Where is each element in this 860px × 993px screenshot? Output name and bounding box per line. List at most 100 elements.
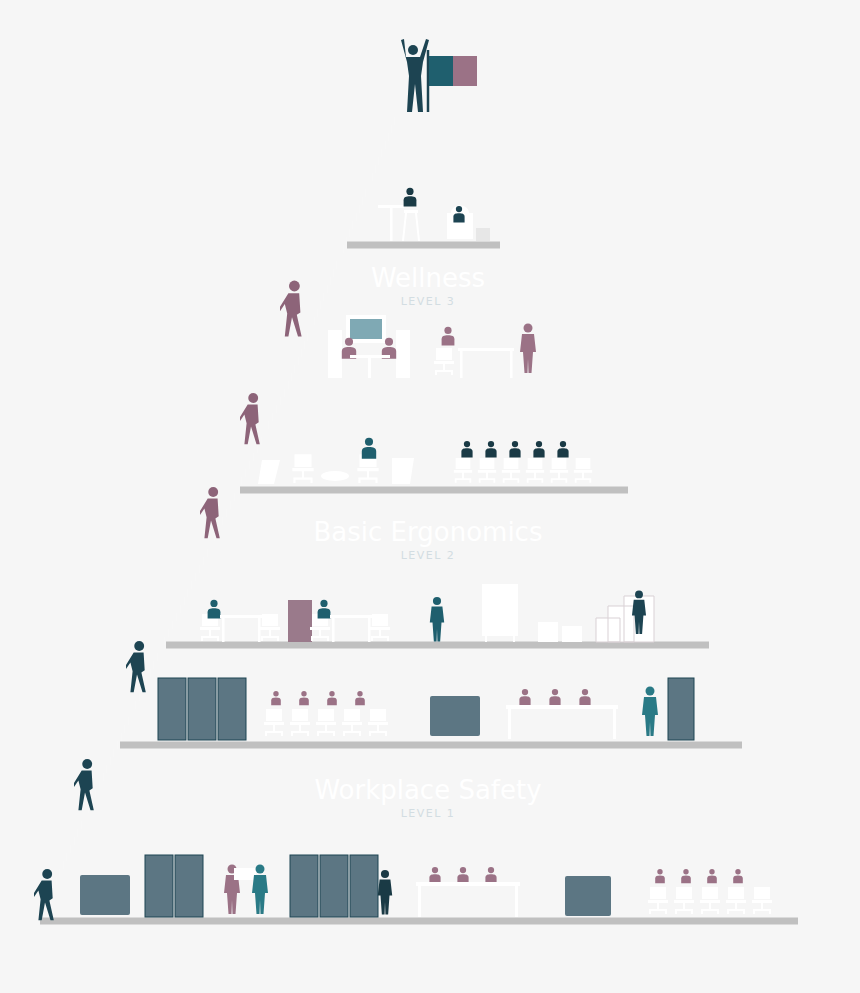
bleacher-seating [596, 596, 654, 642]
person [707, 869, 717, 883]
chair [502, 458, 520, 483]
table [613, 709, 616, 739]
whiteboard [482, 584, 518, 636]
person [404, 188, 417, 207]
chair [290, 709, 310, 736]
table [368, 358, 371, 378]
person [378, 870, 392, 915]
person [318, 600, 331, 619]
locker [290, 855, 318, 917]
band-side [575, 385, 745, 655]
chair [574, 458, 592, 483]
band-side [430, 112, 600, 385]
person [271, 691, 281, 705]
band-shape [290, 112, 600, 385]
lockers [158, 678, 694, 740]
person [733, 869, 743, 883]
climbers [33, 281, 302, 921]
band-front [38, 655, 800, 925]
climber [279, 281, 302, 337]
chair [316, 709, 336, 736]
chair [478, 458, 496, 483]
person [557, 441, 568, 457]
chair [434, 348, 454, 375]
locker [668, 678, 694, 740]
lounge-chair [447, 206, 473, 240]
ottoman [538, 622, 582, 642]
coffee-table [321, 471, 349, 481]
person [485, 441, 496, 457]
locker [188, 678, 216, 740]
level-number: LEVEL 1 [278, 806, 578, 822]
chair [264, 709, 284, 736]
table [508, 709, 511, 739]
climber [239, 393, 260, 444]
shelf [347, 242, 500, 249]
table [506, 705, 618, 709]
pyramid-level: Workplace SafetyLEVEL 1 [38, 655, 830, 925]
flag [453, 56, 477, 86]
person [461, 441, 472, 457]
desk [330, 615, 374, 618]
flag-pole [427, 50, 430, 112]
locker [218, 678, 246, 740]
person [655, 869, 665, 883]
cabinet [565, 876, 611, 916]
chair [726, 887, 746, 914]
person [355, 691, 365, 705]
bar-table [390, 208, 393, 241]
person [430, 597, 444, 642]
locker [175, 855, 203, 917]
desk [332, 618, 335, 642]
person [453, 206, 464, 222]
person [509, 441, 520, 457]
level-title: Basic Ergonomics [278, 516, 578, 548]
level-title: Wellness [278, 262, 578, 294]
chair [550, 458, 568, 483]
climber [73, 759, 94, 810]
screen [350, 319, 382, 339]
table [416, 882, 520, 886]
chair [260, 614, 280, 641]
person [299, 691, 309, 705]
person [632, 590, 646, 634]
person [327, 691, 337, 705]
screen [346, 315, 386, 343]
desk [222, 618, 225, 642]
table [515, 886, 518, 917]
chair [526, 458, 544, 483]
chair [292, 454, 313, 483]
cabinet [80, 875, 130, 915]
lounge-seat [392, 458, 414, 484]
band-front [160, 385, 715, 655]
person [642, 687, 658, 737]
desk [458, 348, 514, 351]
shelf [166, 642, 709, 649]
person [533, 441, 544, 457]
chair-row [648, 869, 772, 914]
person [362, 438, 376, 459]
cabinet [288, 600, 312, 642]
level1-furniture [80, 678, 772, 917]
level-number: LEVEL 3 [278, 294, 578, 310]
locker [320, 855, 348, 917]
summit [401, 39, 477, 112]
chair [370, 614, 390, 641]
level2-furniture [200, 438, 654, 642]
person [429, 867, 440, 883]
person [520, 324, 536, 374]
table [418, 886, 421, 917]
stool [404, 210, 418, 213]
person-head [408, 45, 418, 55]
shelf [240, 487, 628, 494]
locker [145, 855, 173, 917]
person [442, 327, 455, 346]
classroom-row [454, 441, 592, 483]
locker [350, 855, 378, 917]
lockers [145, 855, 378, 917]
person [208, 600, 221, 619]
locker [158, 678, 186, 740]
desk [460, 351, 463, 378]
flag [429, 56, 453, 86]
